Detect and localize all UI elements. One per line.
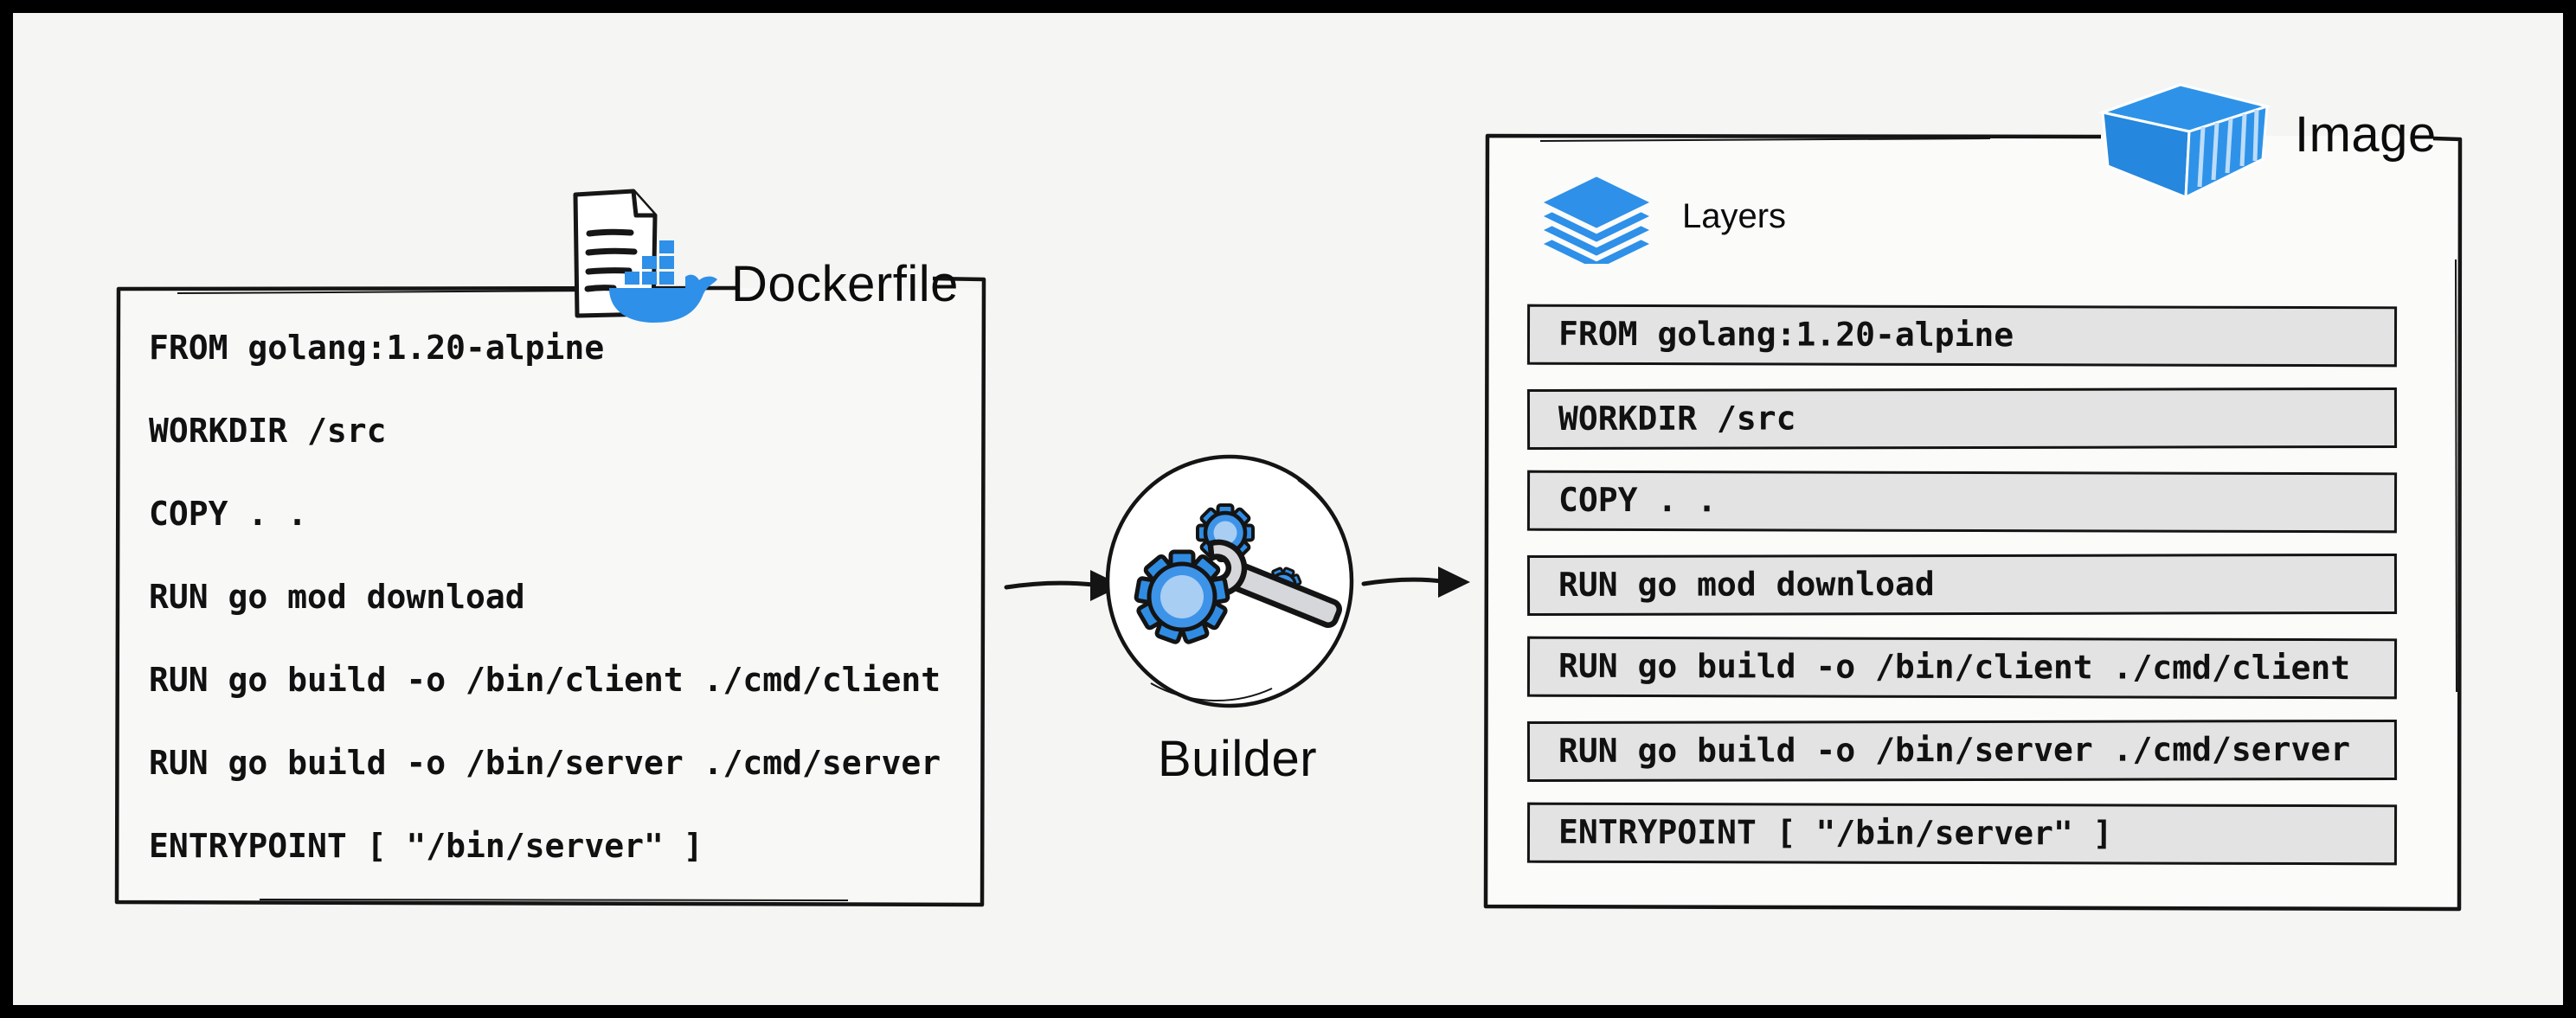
dockerfile-line: FROM golang:1.20-alpine — [149, 329, 605, 367]
dockerfile-panel: FROM golang:1.20-alpine WORKDIR /src COP… — [117, 288, 984, 903]
image-layer-row: FROM golang:1.20-alpine — [1526, 304, 2398, 368]
layers-icon — [1532, 174, 1661, 264]
dockerfile-line: RUN go mod download — [149, 578, 525, 616]
dockerfile-line: WORKDIR /src — [149, 412, 387, 450]
gears-wrench-icon — [1134, 503, 1343, 644]
dockerfile-line: COPY . . — [149, 495, 308, 533]
dockerfile-line: RUN go build -o /bin/client ./cmd/client — [149, 661, 941, 699]
builder-label: Builder — [1158, 731, 1318, 787]
image-layer-row: RUN go build -o /bin/server ./cmd/server — [1526, 719, 2398, 783]
image-layer-row: COPY . . — [1526, 470, 2398, 534]
dockerfile-label: Dockerfile — [731, 256, 959, 312]
layers-label: Layers — [1682, 197, 1787, 235]
builder-circle — [1105, 454, 1354, 708]
dockerfile-line: ENTRYPOINT [ "/bin/server" ] — [149, 827, 703, 865]
image-layer-row: WORKDIR /src — [1526, 387, 2398, 451]
image-layer-row: RUN go build -o /bin/client ./cmd/client — [1526, 636, 2398, 700]
image-layer-row: ENTRYPOINT [ "/bin/server" ] — [1526, 802, 2398, 866]
arrow-dockerfile-to-builder — [1004, 570, 1122, 601]
container-icon — [2097, 83, 2272, 200]
image-layer-row: RUN go mod download — [1526, 553, 2398, 617]
dockerfile-line: RUN go build -o /bin/server ./cmd/server — [149, 744, 941, 782]
arrow-builder-to-image — [1361, 567, 1470, 598]
image-label: Image — [2295, 106, 2437, 163]
docker-whale-icon — [609, 240, 717, 323]
